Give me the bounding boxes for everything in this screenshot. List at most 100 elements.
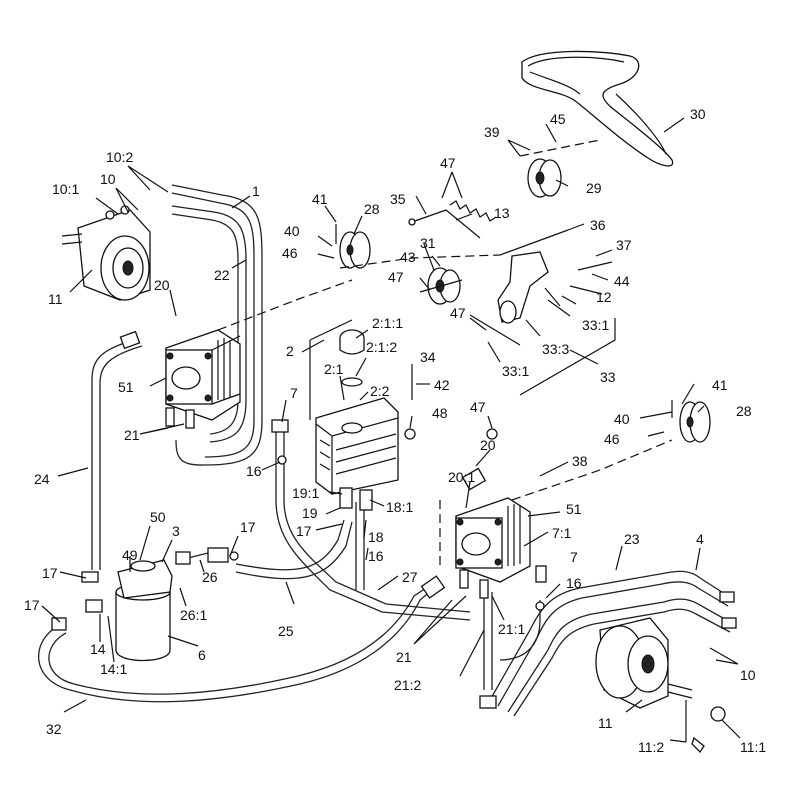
callout-47-spring: 47 bbox=[440, 155, 456, 171]
callout-18-1: 18:1 bbox=[386, 499, 413, 515]
callout-50: 50 bbox=[150, 509, 166, 525]
callout-18: 18 bbox=[368, 529, 384, 545]
drive-belt bbox=[521, 50, 674, 167]
callout-19: 19 bbox=[302, 505, 318, 521]
callout-28-top: 28 bbox=[364, 201, 380, 217]
leader-2-bracket bbox=[309, 319, 353, 420]
callout-11-2: 11:2 bbox=[638, 739, 664, 755]
callout-2-1-2: 2:1:2 bbox=[366, 339, 397, 355]
motor-11-top bbox=[61, 205, 151, 301]
callout-25: 25 bbox=[278, 623, 294, 639]
callout-19-1: 19:1 bbox=[292, 485, 319, 501]
callout-28-right: 28 bbox=[736, 403, 752, 419]
callout-36: 36 bbox=[590, 217, 606, 233]
filter-6 bbox=[115, 559, 173, 662]
callout-10-bottom: 10 bbox=[740, 667, 756, 683]
callout-33-3: 33:3 bbox=[542, 341, 569, 357]
callout-51-right: 51 bbox=[566, 501, 582, 517]
callout-14-1: 14:1 bbox=[100, 661, 127, 677]
callout-40-right: 40 bbox=[614, 411, 630, 427]
callout-12: 12 bbox=[596, 289, 612, 305]
callout-43: 43 bbox=[400, 249, 416, 265]
motor-11-bottom bbox=[595, 617, 726, 754]
pump-51-right bbox=[455, 467, 531, 583]
callout-40-top: 40 bbox=[284, 223, 300, 239]
callout-33-1-left: 33:1 bbox=[502, 363, 529, 379]
pulley-28-right bbox=[671, 400, 711, 443]
callout-26: 26 bbox=[202, 569, 218, 585]
callout-47-right: 47 bbox=[470, 399, 486, 415]
hoses-4-23 bbox=[479, 570, 737, 717]
callout-20-left: 20 bbox=[154, 277, 170, 293]
callout-35: 35 bbox=[390, 191, 406, 207]
callout-17-center: 17 bbox=[240, 519, 256, 535]
callout-30: 30 bbox=[690, 106, 706, 122]
callout-3: 3 bbox=[172, 523, 180, 539]
hose-32 bbox=[37, 575, 446, 703]
callout-44: 44 bbox=[614, 273, 630, 289]
hose-21-2 bbox=[483, 592, 493, 690]
callout-21-2: 21:2 bbox=[394, 677, 421, 693]
callout-45: 45 bbox=[550, 111, 566, 127]
callout-7-right: 7 bbox=[570, 549, 578, 565]
callout-17-left: 17 bbox=[24, 597, 40, 613]
callout-2-1: 2:1 bbox=[324, 361, 344, 377]
callout-22: 22 bbox=[214, 267, 230, 283]
callout-51-left: 51 bbox=[118, 379, 134, 395]
bolt-36 bbox=[499, 229, 569, 256]
callout-1: 1 bbox=[252, 183, 260, 199]
callout-31: 31 bbox=[420, 235, 436, 251]
callout-10-2-top: 10:2 bbox=[106, 149, 133, 165]
callout-11-top: 11 bbox=[48, 291, 63, 307]
callout-29: 29 bbox=[586, 180, 602, 196]
callout-47-arm: 47 bbox=[450, 305, 466, 321]
dashed-lines bbox=[217, 139, 673, 566]
fittings bbox=[51, 407, 547, 631]
callout-21-right: 21 bbox=[396, 649, 412, 665]
callout-2: 2 bbox=[286, 343, 294, 359]
callout-7-1: 7:1 bbox=[552, 525, 572, 541]
spring-13 bbox=[408, 200, 497, 239]
hose-21-1 bbox=[499, 600, 541, 661]
callout-10-top: 10 bbox=[100, 171, 116, 187]
pulley-29 bbox=[527, 158, 562, 198]
callout-13: 13 bbox=[494, 205, 510, 221]
callout-42: 42 bbox=[434, 377, 450, 393]
hose-25 bbox=[175, 519, 353, 580]
callout-11-bottom: 11 bbox=[598, 715, 613, 731]
pulley-28-top bbox=[335, 224, 371, 269]
hose-27 bbox=[271, 419, 471, 621]
callout-20-1: 20:1 bbox=[448, 469, 475, 485]
callout-11-1: 11:1 bbox=[740, 739, 766, 755]
callout-21-1: 21:1 bbox=[498, 621, 525, 637]
hose-24 bbox=[91, 330, 143, 570]
callout-34: 34 bbox=[420, 349, 436, 365]
pump-51-left bbox=[165, 329, 241, 421]
callout-16-right: 16 bbox=[566, 575, 582, 591]
callout-labels: 30 45 39 29 47 13 35 36 41 28 40 46 31 4… bbox=[24, 106, 766, 755]
callout-41-right: 41 bbox=[712, 377, 728, 393]
leader-lines bbox=[41, 117, 741, 743]
callout-16-mid: 16 bbox=[368, 548, 384, 564]
leader-33-bracket bbox=[469, 314, 616, 396]
pulley-31 bbox=[419, 267, 463, 305]
callout-41-top: 41 bbox=[312, 191, 328, 207]
callout-24: 24 bbox=[34, 471, 50, 487]
callout-39: 39 bbox=[484, 124, 500, 140]
idler-arm-33 bbox=[497, 251, 571, 324]
callout-20-right: 20 bbox=[480, 437, 496, 453]
callout-2-2: 2:2 bbox=[370, 383, 390, 399]
callout-26-1: 26:1 bbox=[180, 607, 207, 623]
callout-37: 37 bbox=[616, 237, 632, 253]
callout-16-left: 16 bbox=[246, 463, 262, 479]
callout-32: 32 bbox=[46, 721, 62, 737]
callout-33-1-right: 33:1 bbox=[582, 317, 609, 333]
callout-33: 33 bbox=[600, 369, 616, 385]
callout-27: 27 bbox=[402, 569, 418, 585]
callout-38: 38 bbox=[572, 453, 588, 469]
callout-17-mid: 17 bbox=[296, 523, 312, 539]
callout-46-right: 46 bbox=[604, 431, 620, 447]
callout-6: 6 bbox=[198, 647, 206, 663]
